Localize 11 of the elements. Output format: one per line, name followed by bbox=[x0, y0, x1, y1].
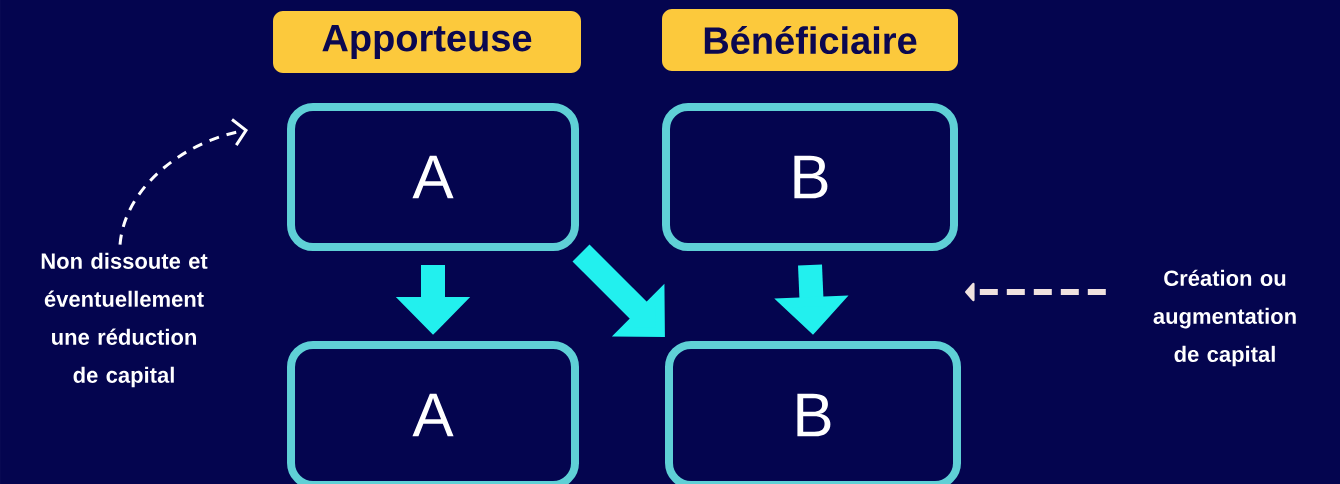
entity-box: B bbox=[665, 341, 961, 484]
entity-box: B bbox=[662, 103, 958, 251]
note-text: Non dissoute et éventuellement une réduction de capital bbox=[41, 252, 208, 388]
arrow bbox=[965, 282, 1106, 302]
heading-tag: Apporteuse bbox=[273, 11, 581, 73]
heading-tag: Bénéficiaire bbox=[662, 9, 958, 71]
entity-box: A bbox=[287, 341, 579, 484]
note-text: Création ou augmentation de capital bbox=[1153, 269, 1296, 367]
arrow bbox=[118, 118, 248, 245]
arrow bbox=[572, 244, 665, 337]
entity-box: A bbox=[287, 103, 579, 251]
